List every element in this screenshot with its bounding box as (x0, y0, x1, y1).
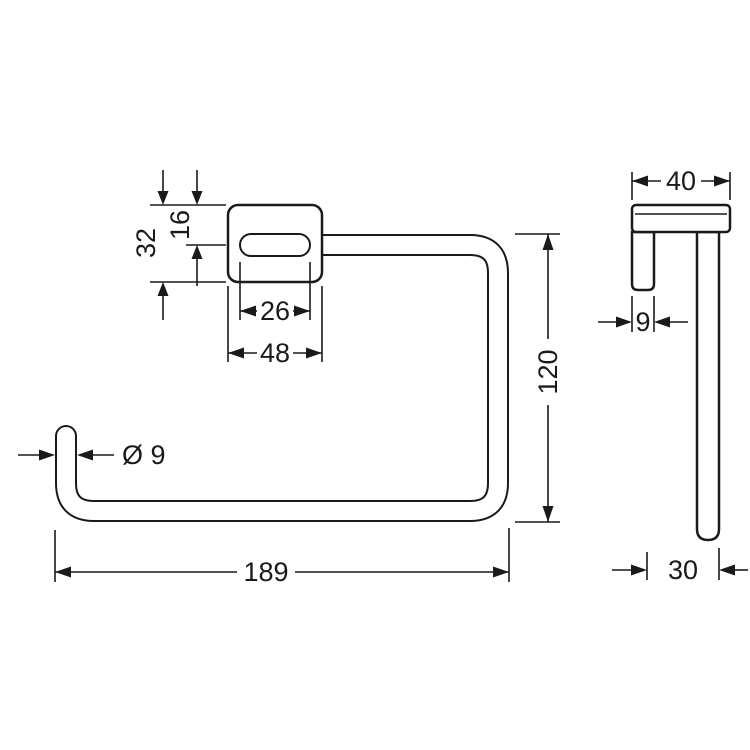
dim-label-block-width: 48 (260, 338, 290, 368)
dim-label-block-height: 32 (131, 228, 161, 258)
dim-label-plate-thickness: 9 (635, 307, 650, 337)
concealed-bar (239, 233, 311, 257)
mounting-block-body (226, 203, 324, 284)
top-arm-profile (630, 203, 732, 234)
dim-bar-offset: 16 (165, 170, 226, 286)
ring-outline (55, 234, 509, 522)
dim-tube-diameter: Ø 9 (18, 440, 166, 470)
dim-inner-width: 26 (239, 262, 311, 326)
dim-block-width: 48 (227, 286, 323, 368)
dim-label-bottom-offset: 30 (668, 555, 698, 585)
dim-block-height: 32 (131, 170, 226, 320)
dim-label-overall-height: 120 (533, 349, 563, 394)
dim-plate-thickness: 9 (598, 296, 688, 337)
dim-label-inner-width: 26 (260, 296, 290, 326)
dim-bottom-offset: 30 (612, 548, 748, 585)
ring-tube-outer (55, 234, 509, 522)
ring-tube-inner (57, 236, 507, 520)
dim-label-depth: 40 (666, 166, 696, 196)
wall-plate-profile (630, 230, 656, 292)
dim-label-bar-offset: 16 (165, 210, 195, 240)
dim-overall-height: 120 (515, 233, 563, 523)
side-view: 40 9 30 (598, 166, 748, 585)
dim-label-overall-width: 189 (243, 557, 288, 587)
hanging-bar-profile (695, 230, 721, 542)
dim-depth: 40 (631, 166, 731, 200)
front-view: 32 16 26 48 (18, 170, 563, 587)
side-profile (630, 203, 732, 542)
dim-label-tube-diameter: Ø 9 (122, 440, 166, 470)
mounting-block (226, 203, 324, 284)
dim-overall-width: 189 (54, 528, 510, 587)
